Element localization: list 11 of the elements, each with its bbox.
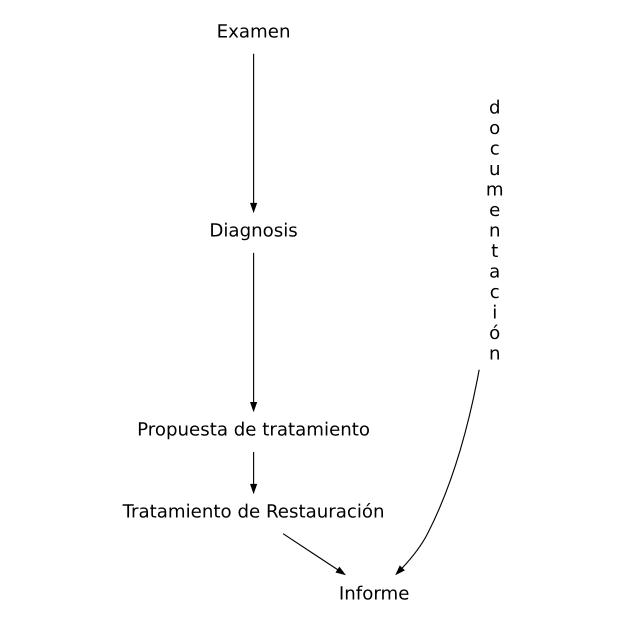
node-text: Tratamiento de Restauración — [122, 501, 385, 522]
node-text: Informe — [338, 583, 410, 604]
node-text: Examen — [216, 21, 291, 42]
arrow — [250, 54, 258, 214]
node-text: Propuesta de tratamiento — [137, 419, 370, 440]
node-text: Diagnosis — [209, 220, 298, 242]
arrow — [282, 533, 346, 576]
arrow — [395, 370, 480, 576]
arrow — [250, 252, 258, 412]
node-text: documentación — [486, 98, 504, 364]
arrow — [250, 452, 258, 494]
